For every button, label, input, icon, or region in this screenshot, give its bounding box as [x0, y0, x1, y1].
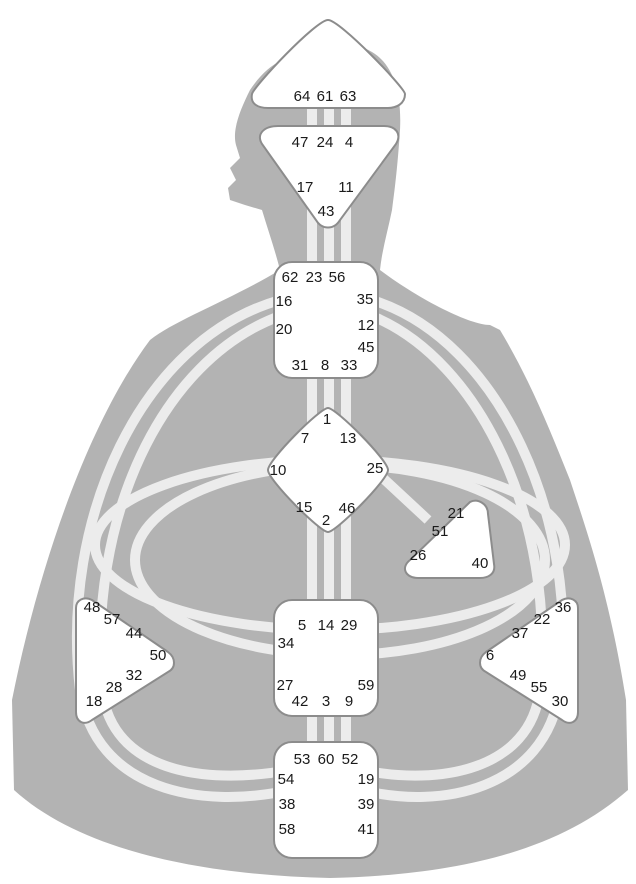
- gate-number: 7: [301, 430, 309, 447]
- gate-number: 27: [277, 677, 294, 694]
- gate-number: 13: [340, 430, 357, 447]
- gate-number: 59: [358, 677, 375, 694]
- gate-number: 60: [318, 751, 335, 768]
- gate-number: 19: [358, 771, 375, 788]
- gate-number: 20: [276, 321, 293, 338]
- gate-number: 58: [279, 821, 296, 838]
- gate-number: 52: [342, 751, 359, 768]
- gate-number: 5: [298, 617, 306, 634]
- gate-number: 15: [296, 499, 313, 516]
- gate-number: 1: [323, 411, 331, 428]
- gate-number: 11: [338, 179, 354, 196]
- gate-number: 31: [292, 357, 309, 374]
- gate-number: 30: [552, 693, 569, 710]
- gate-number: 47: [292, 134, 309, 151]
- gate-number: 24: [317, 134, 334, 151]
- gate-number: 33: [341, 357, 358, 374]
- gate-number: 32: [126, 667, 143, 684]
- gate-number: 54: [278, 771, 295, 788]
- gate-number: 26: [410, 547, 427, 564]
- gate-number: 14: [318, 617, 335, 634]
- gate-number: 22: [534, 611, 551, 628]
- gate-number: 2: [322, 512, 330, 529]
- gate-number: 45: [358, 339, 375, 356]
- gate-number: 28: [106, 679, 123, 696]
- gate-number: 43: [318, 203, 335, 220]
- gate-number: 63: [340, 88, 357, 105]
- gate-number: 6: [486, 647, 494, 664]
- gate-number: 42: [292, 693, 309, 710]
- gate-number: 25: [367, 460, 384, 477]
- gate-number: 36: [555, 599, 572, 616]
- gate-number: 34: [278, 635, 295, 652]
- gate-number: 3: [322, 693, 330, 710]
- gate-number: 29: [341, 617, 358, 634]
- gate-number: 46: [339, 500, 356, 517]
- gate-number: 21: [448, 505, 465, 522]
- gate-number: 16: [276, 293, 293, 310]
- gate-number: 61: [317, 88, 334, 105]
- gate-number: 55: [531, 679, 548, 696]
- gate-number: 39: [358, 796, 375, 813]
- gate-number: 62: [282, 269, 299, 286]
- gate-number: 23: [306, 269, 323, 286]
- gate-number: 12: [358, 317, 375, 334]
- gate-number: 44: [126, 625, 143, 642]
- gate-number: 35: [357, 291, 374, 308]
- gate-number: 56: [329, 269, 346, 286]
- gate-number: 49: [510, 667, 527, 684]
- gate-number: 64: [294, 88, 311, 105]
- gate-number: 40: [472, 555, 489, 572]
- gate-number: 41: [358, 821, 375, 838]
- gate-number: 4: [345, 134, 353, 151]
- gate-number: 50: [150, 647, 167, 664]
- gate-number: 53: [294, 751, 311, 768]
- gate-number: 9: [345, 693, 353, 710]
- gate-number: 10: [270, 462, 287, 479]
- gate-number: 51: [432, 523, 449, 540]
- gate-number: 17: [297, 179, 314, 196]
- gate-number: 57: [104, 611, 121, 628]
- gate-number: 8: [321, 357, 329, 374]
- gate-number: 37: [512, 625, 529, 642]
- gate-number: 18: [86, 693, 103, 710]
- gate-number: 38: [279, 796, 296, 813]
- gate-number: 48: [84, 599, 101, 616]
